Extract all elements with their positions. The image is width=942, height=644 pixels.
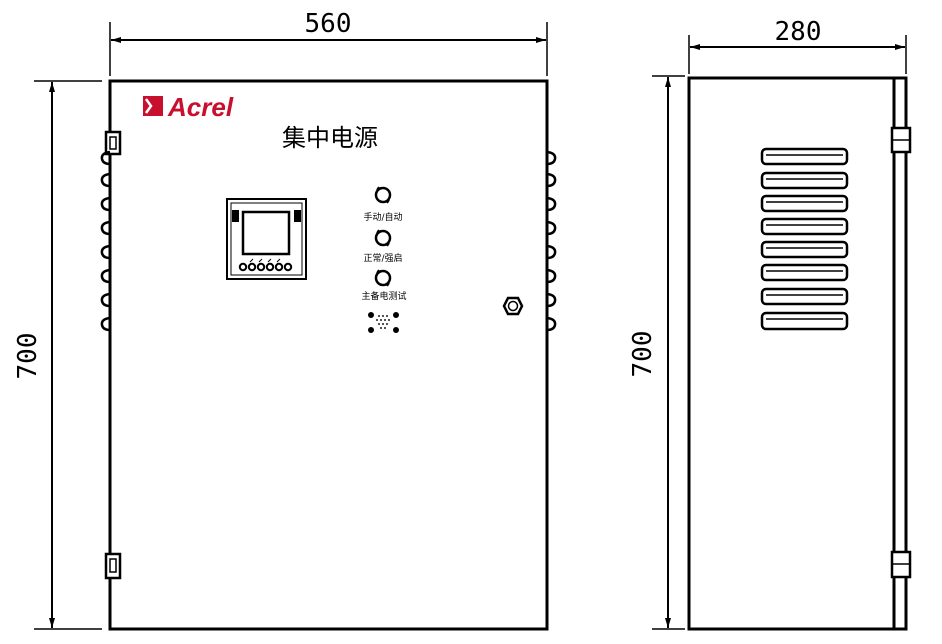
switch-manual-auto: 手动/自动: [363, 186, 403, 223]
side-view: 280 700: [628, 17, 912, 631]
front-cabinet-body: [108, 79, 549, 631]
side-vent-slots: [760, 147, 849, 331]
front-view: 560 700: [13, 9, 557, 631]
door-lock: [502, 296, 524, 316]
display-clip-left: [232, 210, 239, 222]
panel-title: 集中电源: [282, 124, 378, 152]
front-width-label: 560: [305, 9, 352, 39]
brand-name: Acrel: [167, 92, 234, 122]
switch-power-test: 主备电测试: [361, 269, 407, 302]
left-hinge-bottom: [104, 552, 122, 580]
side-depth-dimension: 280: [688, 17, 907, 74]
display-keypad: [238, 262, 293, 272]
switch-manual-auto-label: 手动/自动: [363, 211, 402, 223]
front-height-label: 700: [13, 333, 43, 380]
side-door-edge: [892, 76, 908, 631]
switch-normal-force: 正常/强启: [363, 229, 403, 264]
side-cabinet-body: [687, 76, 896, 631]
right-louvres: [546, 150, 557, 332]
switch-normal-force-label: 正常/强启: [363, 252, 402, 264]
buzzer-grille: [368, 312, 399, 333]
display-key-arrows: [249, 258, 281, 263]
display-screen: [241, 210, 291, 256]
display-module: [226, 198, 307, 280]
display-clip-right: [294, 210, 301, 222]
side-hinge-top: [890, 126, 912, 154]
switch-power-test-label: 主备电测试: [361, 290, 406, 302]
side-depth-label: 280: [775, 17, 822, 47]
side-hinge-bottom: [890, 550, 912, 579]
front-width-dimension: 560: [109, 9, 548, 76]
side-height-dimension: 700: [628, 75, 685, 630]
acrel-logo: Acrel: [143, 92, 234, 122]
left-hinge-top: [104, 130, 122, 156]
side-height-label: 700: [628, 331, 658, 378]
left-louvres: [100, 150, 111, 332]
front-height-dimension: 700: [13, 80, 102, 630]
